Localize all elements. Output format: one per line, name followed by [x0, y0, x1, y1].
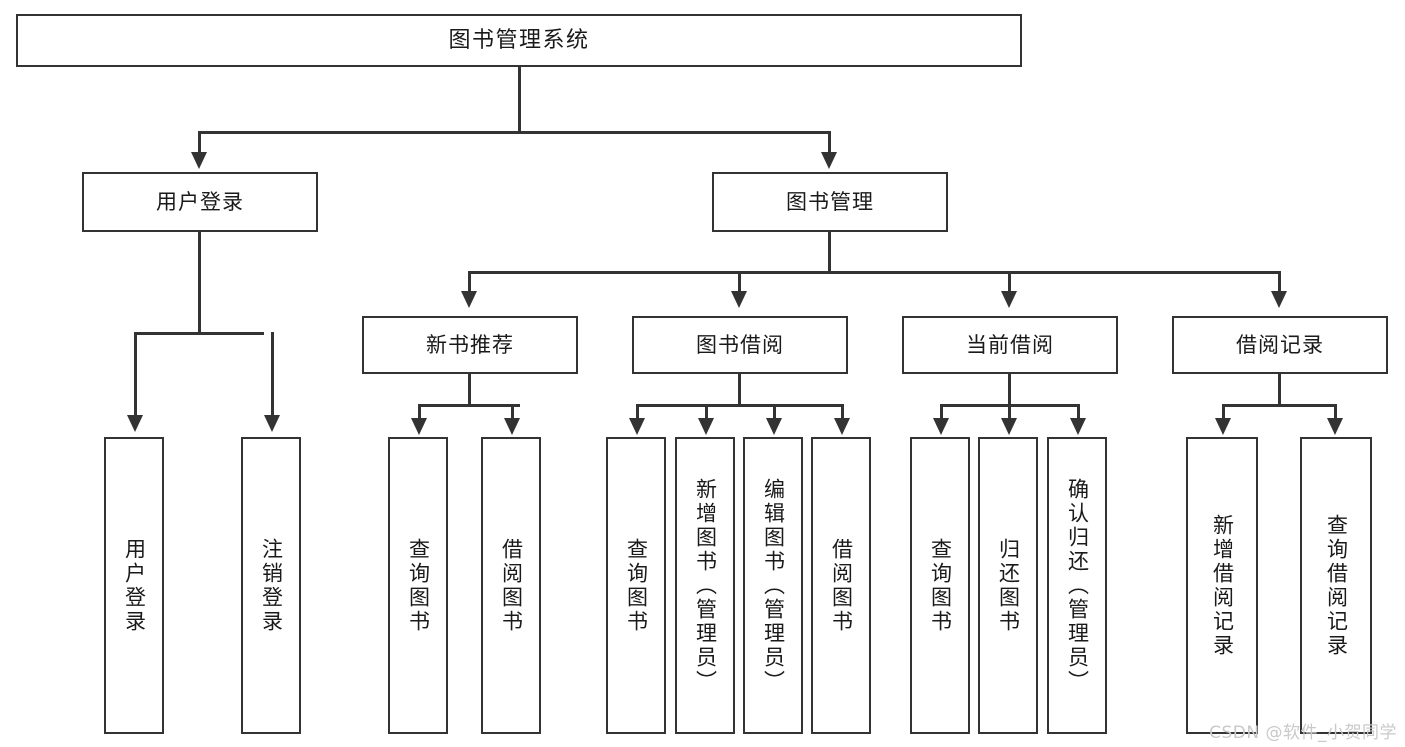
node-label: 用户登录 [156, 189, 244, 214]
connector-drop-add-book [705, 404, 708, 420]
arrowhead-query-book-2 [629, 418, 645, 435]
leaf-logout[interactable]: 注销登录 [241, 437, 301, 734]
connector-drop-query-book-3 [940, 404, 943, 420]
connector-drop-leaf-logout [271, 332, 274, 418]
arrowhead-borrow-record [1271, 291, 1287, 308]
node-book-management[interactable]: 图书管理 [712, 172, 948, 232]
connector-book-manage-stem [828, 232, 831, 274]
connector-user-login-bar [134, 332, 264, 335]
node-label: 新增图书（管理员） [693, 477, 718, 694]
node-current-borrow[interactable]: 当前借阅 [902, 316, 1118, 374]
arrowhead-book-manage [821, 152, 837, 169]
connector-drop-query-book-2 [636, 404, 639, 420]
arrowhead-user-login [191, 152, 207, 169]
csdn-watermark: CSDN @软件_小贺同学 [1209, 723, 1397, 743]
leaf-borrow-book[interactable]: 借阅图书 [811, 437, 871, 734]
connector-drop-new-book [468, 271, 471, 293]
arrowhead-borrow-book-2 [834, 418, 850, 435]
leaf-query-borrow-record[interactable]: 查询借阅记录 [1300, 437, 1372, 734]
node-label: 当前借阅 [966, 332, 1054, 357]
node-label: 编辑图书（管理员） [761, 477, 786, 694]
arrowhead-book-borrow [731, 291, 747, 308]
leaf-add-book-admin[interactable]: 新增图书（管理员） [675, 437, 735, 734]
arrowhead-query-book-1 [411, 418, 427, 435]
node-label: 借阅记录 [1236, 332, 1324, 357]
arrowhead-leaf-user-login [127, 415, 143, 432]
connector-drop-borrow-book-1 [511, 404, 514, 420]
connector-drop-return-book [1008, 404, 1011, 420]
connector-drop-query-book-1 [418, 404, 421, 420]
node-book-borrow[interactable]: 图书借阅 [632, 316, 848, 374]
leaf-user-login[interactable]: 用户登录 [104, 437, 164, 734]
node-label: 确认归还（管理员） [1065, 477, 1090, 694]
connector-new-book-bar [418, 404, 520, 407]
node-label: 图书管理系统 [448, 27, 590, 53]
node-label: 查询图书 [406, 537, 431, 634]
arrowhead-leaf-logout [264, 415, 280, 432]
node-root-system[interactable]: 图书管理系统 [16, 14, 1022, 67]
connector-drop-book-manage [828, 131, 831, 155]
node-label: 借阅图书 [829, 537, 854, 634]
node-label: 用户登录 [122, 537, 147, 634]
node-label: 查询图书 [928, 537, 953, 634]
connector-new-book-stem [468, 374, 471, 406]
arrowhead-current-borrow [1001, 291, 1017, 308]
arrowhead-confirm-return [1070, 418, 1086, 435]
node-label: 新书推荐 [426, 332, 514, 357]
arrowhead-add-record [1215, 418, 1231, 435]
node-borrow-record[interactable]: 借阅记录 [1172, 316, 1388, 374]
node-label: 图书借阅 [696, 332, 784, 357]
connector-book-borrow-bar [636, 404, 843, 407]
node-label: 图书管理 [786, 189, 874, 214]
connector-book-borrow-stem [738, 374, 741, 406]
connector-drop-edit-book [773, 404, 776, 420]
leaf-add-borrow-record[interactable]: 新增借阅记录 [1186, 437, 1258, 734]
leaf-return-book[interactable]: 归还图书 [978, 437, 1038, 734]
arrowhead-add-book [698, 418, 714, 435]
node-new-book-recommend[interactable]: 新书推荐 [362, 316, 578, 374]
arrowhead-query-book-3 [933, 418, 949, 435]
leaf-query-book-recommend[interactable]: 查询图书 [388, 437, 448, 734]
leaf-query-book-current[interactable]: 查询图书 [910, 437, 970, 734]
connector-drop-borrow-record [1278, 271, 1281, 293]
connector-user-login-stem [198, 232, 201, 334]
arrowhead-return-book [1001, 418, 1017, 435]
connector-borrow-record-stem [1278, 374, 1281, 406]
arrowhead-edit-book [766, 418, 782, 435]
connector-drop-confirm-return [1077, 404, 1080, 420]
node-user-login[interactable]: 用户登录 [82, 172, 318, 232]
connector-borrow-record-bar [1222, 404, 1336, 407]
leaf-query-book-borrow[interactable]: 查询图书 [606, 437, 666, 734]
connector-current-borrow-stem [1008, 374, 1011, 406]
node-label: 归还图书 [996, 537, 1021, 634]
connector-drop-add-record [1222, 404, 1225, 420]
connector-level2-bar [198, 131, 830, 134]
node-label: 查询图书 [624, 537, 649, 634]
connector-drop-user-login [198, 131, 201, 155]
node-label: 查询借阅记录 [1324, 513, 1349, 658]
connector-root-stem [518, 67, 521, 132]
leaf-confirm-return-admin[interactable]: 确认归还（管理员） [1047, 437, 1107, 734]
connector-drop-book-borrow [738, 271, 741, 293]
arrowhead-borrow-book-1 [504, 418, 520, 435]
node-label: 新增借阅记录 [1210, 513, 1235, 658]
connector-drop-leaf-user-login [134, 332, 137, 418]
leaf-edit-book-admin[interactable]: 编辑图书（管理员） [743, 437, 803, 734]
connector-drop-query-record [1334, 404, 1337, 420]
arrowhead-new-book [461, 291, 477, 308]
arrowhead-query-record [1327, 418, 1343, 435]
connector-level3-bar [468, 271, 1280, 274]
node-label: 借阅图书 [499, 537, 524, 634]
connector-drop-borrow-book-2 [841, 404, 844, 420]
connector-drop-current-borrow [1008, 271, 1011, 293]
node-label: 注销登录 [259, 537, 284, 634]
leaf-borrow-book-recommend[interactable]: 借阅图书 [481, 437, 541, 734]
